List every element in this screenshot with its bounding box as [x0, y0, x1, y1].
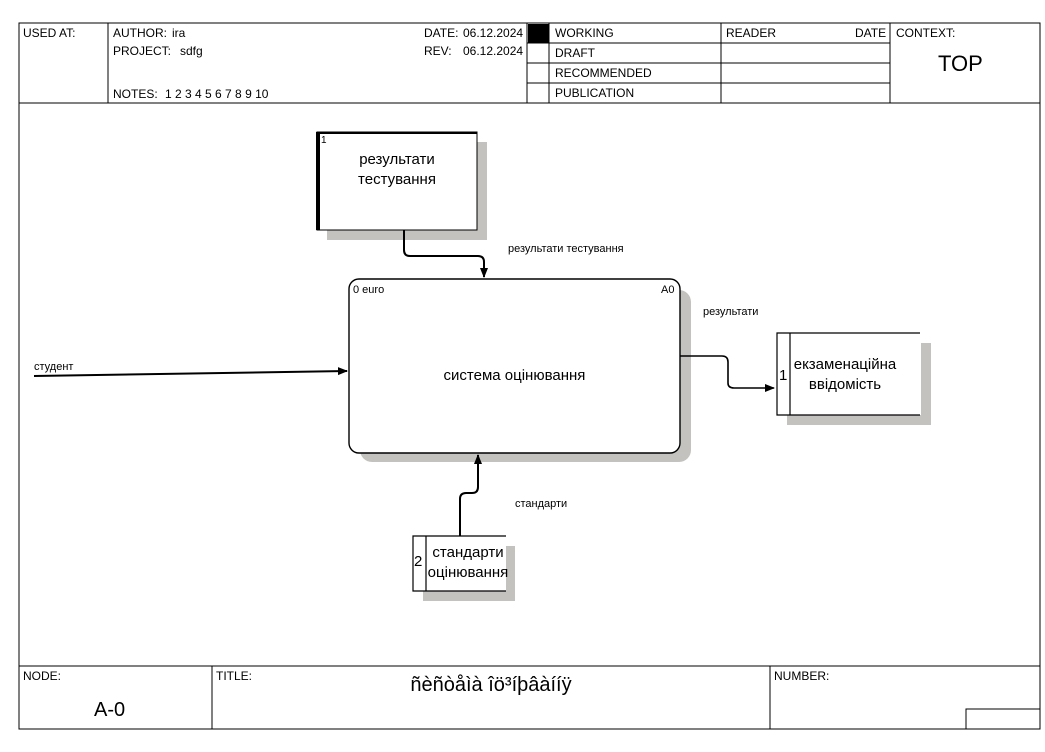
arrow-results-testing-label: результати тестування: [508, 243, 624, 255]
node-value: A-0: [94, 699, 126, 721]
status-draft: DRAFT: [555, 46, 595, 60]
store-exam-label: екзаменаційна ввідомість: [792, 355, 898, 395]
status-publication: PUBLICATION: [555, 86, 635, 100]
date-value: 06.12.2024: [463, 26, 524, 40]
arrow-student-input[interactable]: [33, 367, 348, 377]
arrow-standards-control[interactable]: [459, 454, 482, 536]
author-value: ira: [172, 26, 186, 40]
store-results-testing[interactable]: [316, 131, 478, 231]
status-recommended: RECOMMENDED: [555, 66, 652, 80]
activity-cost: 0 euro: [353, 284, 385, 296]
store-exam-number: 1: [779, 367, 788, 384]
title-label: TITLE:: [216, 669, 253, 683]
arrow-student-label: студент: [34, 361, 74, 373]
store-exam-line2: ввідомість: [808, 376, 882, 393]
store-results-label: результати тестування: [317, 150, 477, 190]
arrow-results-output[interactable]: [680, 355, 775, 392]
store-results-line1: результати: [359, 151, 435, 168]
store-results-number: 1: [321, 135, 327, 146]
store-standards-number: 2: [414, 553, 423, 570]
context-label: CONTEXT:: [896, 26, 956, 40]
activity-box-a0[interactable]: [348, 278, 681, 454]
store-results-line2: тестування: [358, 171, 436, 188]
activity-label: система оцінювання: [443, 367, 586, 384]
date-label: DATE:: [424, 26, 459, 40]
working-status-marker: [528, 24, 549, 43]
footer-grid: [19, 665, 1041, 730]
reader-label: READER: [726, 26, 777, 40]
arrow-standards-label: стандарти: [515, 498, 568, 510]
rev-value: 06.12.2024: [463, 44, 524, 58]
notes-value: 1 2 3 4 5 6 7 8 9 10: [165, 87, 269, 101]
node-label: NODE:: [23, 669, 62, 683]
notes-label: NOTES:: [113, 87, 158, 101]
reader-date-label: DATE: [855, 26, 887, 40]
arrow-results-output-label: результати: [703, 306, 759, 318]
store-standards-label: стандарти оцінювання: [426, 543, 510, 583]
store-exam-sheet[interactable]: [776, 332, 921, 416]
used-at-label: USED AT:: [23, 26, 76, 40]
activity-node-number: A0: [661, 284, 675, 296]
arrow-results-testing[interactable]: [403, 230, 488, 278]
sheet-border: [18, 22, 1041, 730]
project-value: sdfg: [180, 44, 203, 58]
store-standards-line1: стандарти: [432, 544, 504, 561]
context-value: TOP: [938, 51, 983, 76]
store-exam-line1: екзаменаційна: [793, 356, 897, 373]
status-working: WORKING: [555, 26, 614, 40]
store-standards-line2: оцінювання: [427, 564, 509, 581]
author-label: AUTHOR:: [113, 26, 167, 40]
rev-label: REV:: [424, 44, 452, 58]
project-label: PROJECT:: [113, 44, 172, 58]
title-value: ñèñòåìà îö³íþâàííÿ: [410, 674, 572, 696]
number-label: NUMBER:: [774, 669, 830, 683]
